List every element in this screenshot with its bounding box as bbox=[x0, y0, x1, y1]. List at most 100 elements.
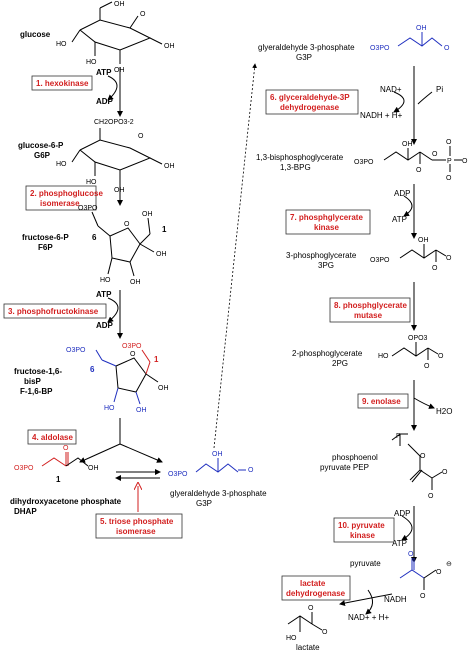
step4-arrow-right bbox=[119, 443, 163, 463]
step9-h2o: H2O bbox=[436, 407, 452, 416]
step1-cofactor-arrow bbox=[107, 75, 118, 101]
bpg-p-o-right: O bbox=[462, 158, 468, 165]
f16bp-phosphate-1: O3PO bbox=[122, 343, 142, 350]
step1-adp: ADP bbox=[96, 97, 114, 106]
pyruvate-keto-o: O bbox=[408, 551, 414, 558]
lactate-o-top: O bbox=[308, 605, 314, 612]
pyruvate-structure: O O O ⊖ bbox=[399, 551, 452, 600]
g3p-top-phosphate: O3PO bbox=[370, 45, 390, 52]
g3p-top-label: glyeraldehyde 3-phosphate bbox=[258, 43, 355, 52]
f6p-oh-c1: OH bbox=[142, 211, 153, 218]
lactate-structure: HO O O bbox=[286, 605, 328, 642]
enzyme-pgk-box bbox=[285, 209, 371, 235]
bpg-label: 1,3-bisphosphoglycerate bbox=[256, 153, 344, 162]
link-g3p-dotted-arrow bbox=[213, 63, 257, 449]
f6p-oh-c3: OH bbox=[130, 279, 141, 286]
dhap-abbr: DHAP bbox=[14, 507, 37, 516]
g6p-oh-right: OH bbox=[164, 163, 175, 170]
lactate-ho: HO bbox=[286, 635, 297, 642]
g6p-ho-left: HO bbox=[56, 161, 67, 168]
pyruvate-o-right: O bbox=[436, 569, 442, 576]
pep-o-bottom: O bbox=[428, 493, 434, 500]
enzyme-gapdh-box bbox=[265, 89, 359, 115]
lactate-label: lactate bbox=[296, 643, 320, 652]
bpg-structure: O3PO OH O O P O O O bbox=[354, 139, 468, 182]
step3-adp: ADP bbox=[96, 321, 114, 330]
f6p-c6: 6 bbox=[92, 233, 97, 242]
f6p-c1: 1 bbox=[162, 225, 167, 234]
enzyme-aldolase: 4. aldolase bbox=[32, 433, 73, 442]
step10-cofactor-arrow bbox=[401, 515, 413, 541]
glucose-structure: OH O HO HO OH OH bbox=[56, 1, 175, 74]
enzyme-enolase-box bbox=[357, 393, 409, 409]
pyruvate-charge: ⊖ bbox=[446, 561, 452, 568]
dhap-oh: OH bbox=[88, 465, 99, 472]
pg3-oh: OH bbox=[418, 237, 429, 244]
glucose-oh-top: OH bbox=[114, 1, 125, 8]
enzyme-pfk: 3. phosphofructokinase bbox=[8, 307, 99, 316]
f16bp-abbr: F-1,6-BP bbox=[20, 387, 53, 396]
g3p-bottom-structure: O3PO OH O bbox=[168, 451, 254, 478]
f6p-label: fructose-6-P bbox=[22, 233, 69, 242]
f16bp-o-ring: O bbox=[130, 351, 136, 358]
f6p-abbr: F6P bbox=[38, 243, 53, 252]
pep-o-bridge: O bbox=[420, 453, 426, 460]
pg2-o-bottom: O bbox=[424, 363, 430, 370]
g6p-abbr: G6P bbox=[34, 151, 51, 160]
g3p-bottom-o: O bbox=[248, 467, 254, 474]
g3p-top-oh: OH bbox=[416, 25, 427, 32]
pg2-structure: HO OPO3 O O bbox=[378, 335, 444, 370]
bpg-p-o-top: O bbox=[446, 139, 452, 146]
enzyme-tpi-line2: isomerase bbox=[116, 527, 156, 536]
dhap-carbonyl-o: O bbox=[63, 445, 69, 452]
enzyme-pgi-line1: 2. phosphoglucose bbox=[30, 189, 103, 198]
step7-atp: ATP bbox=[392, 215, 407, 224]
enzyme-ldh-line1: lactate bbox=[300, 579, 326, 588]
pg3-label: 3-phosphoglycerate bbox=[286, 251, 357, 260]
enzyme-gapdh-line2: dehydrogenase bbox=[280, 103, 340, 112]
step11-nad: NAD+ + H+ bbox=[348, 613, 389, 622]
step6-pi-arrow bbox=[417, 91, 433, 105]
step7-adp: ADP bbox=[394, 189, 410, 198]
pep-structure: P O O O bbox=[391, 433, 448, 500]
dhap-label: dihydroxyacetone phosphate bbox=[10, 497, 122, 506]
enzyme-aldolase-box bbox=[27, 429, 77, 445]
bpg-oh: OH bbox=[402, 141, 413, 148]
bpg-carbonyl-o: O bbox=[416, 167, 422, 174]
bpg-phosphate-3: O3PO bbox=[354, 159, 374, 166]
f16bp-oh-c2: OH bbox=[158, 385, 169, 392]
glucose-o-ring: O bbox=[140, 11, 146, 18]
enzyme-ldh-line2: dehydrogenase bbox=[286, 589, 346, 598]
dhap-phosphate: O3PO bbox=[14, 465, 34, 472]
step3-atp: ATP bbox=[96, 290, 112, 299]
f16bp-oh-c3: OH bbox=[136, 407, 147, 414]
pep-label-line1: phosphoenol bbox=[332, 453, 378, 462]
g6p-structure: CH2OPO3-2 O HO HO OH OH bbox=[56, 119, 175, 194]
g3p-top-abbr: G3P bbox=[296, 53, 312, 62]
pyruvate-label: pyruvate bbox=[350, 559, 381, 568]
f6p-o-ring: O bbox=[124, 221, 130, 228]
step7-cofactor-arrow bbox=[403, 195, 413, 217]
f16bp-label-line2: bisP bbox=[24, 377, 42, 386]
enzyme-pgk-line2: kinase bbox=[314, 223, 339, 232]
step10-adp: ADP bbox=[394, 509, 410, 518]
f16bp-phosphate-6: O3PO bbox=[66, 347, 86, 354]
step10-atp: ATP bbox=[392, 539, 407, 548]
enzyme-ldh-box bbox=[281, 575, 351, 601]
enzyme-enolase: 9. enolase bbox=[362, 397, 401, 406]
pg2-phosphate: OPO3 bbox=[408, 335, 428, 342]
f6p-phosphate: O3PO bbox=[78, 205, 98, 212]
f6p-ho-c4: HO bbox=[100, 277, 111, 284]
step9-water-arrow bbox=[413, 397, 435, 409]
step11-arrow bbox=[339, 593, 393, 607]
step6-cofactor-arrow bbox=[393, 91, 405, 113]
lactate-o-right: O bbox=[322, 629, 328, 636]
g6p-ho-bottom: HO bbox=[86, 179, 97, 186]
glucose-oh-right: OH bbox=[164, 43, 175, 50]
pep-p: P bbox=[396, 433, 401, 440]
g6p-label: glucose-6-P bbox=[18, 141, 64, 150]
f16bp-label-line1: fructose-1,6- bbox=[14, 367, 62, 376]
pep-label-line2: pyruvate PEP bbox=[320, 463, 369, 472]
f6p-structure: O3PO O OH OH HO OH 6 1 bbox=[78, 205, 167, 286]
